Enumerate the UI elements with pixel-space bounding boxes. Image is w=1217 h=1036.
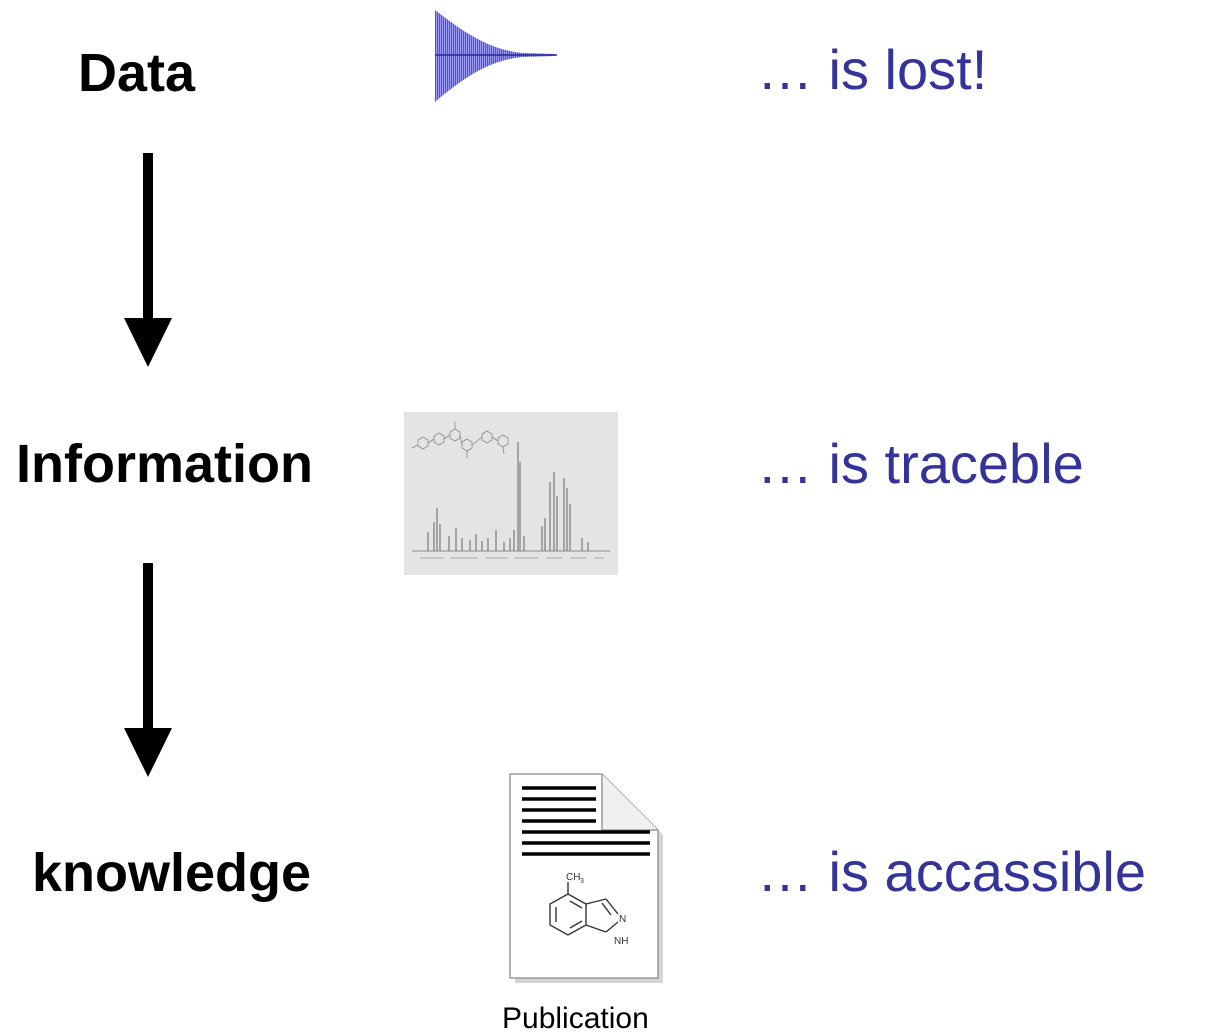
fid-signal-icon — [435, 10, 557, 102]
nmr-spectrum-icon — [404, 412, 618, 575]
molecule-methyl-label: CH — [566, 872, 580, 883]
status-text-accessible: … is accassible — [757, 840, 1147, 903]
publication-caption: Publication — [502, 1002, 649, 1035]
molecule-nitrogen-label: N — [619, 914, 626, 925]
molecule-nh-label: NH — [614, 936, 628, 947]
stage-label-data: Data — [78, 43, 196, 103]
stage-label-knowledge: knowledge — [32, 843, 312, 903]
down-arrow-icon — [124, 153, 172, 367]
down-arrow-icon — [124, 563, 172, 777]
status-text-traceable: … is traceble — [757, 432, 1084, 495]
status-text-lost: … is lost! — [757, 38, 988, 101]
molecule-methyl-subscript: 3 — [580, 878, 584, 885]
stage-label-information: Information — [16, 434, 313, 494]
publication-document-icon: CH 3 N NH — [509, 773, 663, 983]
